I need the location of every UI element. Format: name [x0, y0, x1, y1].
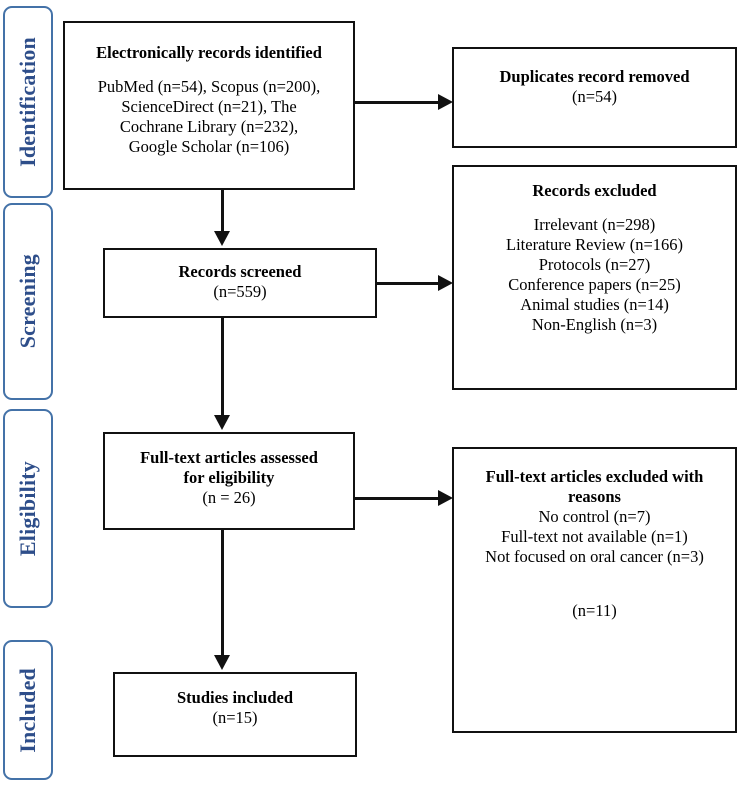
- stage-pill-included: Included: [3, 640, 53, 780]
- box-studies-included-body: (n=15): [212, 707, 258, 727]
- connector-fulltext-to-excluded: [355, 497, 440, 500]
- box-records-identified-title: Electronically records identified: [96, 43, 322, 62]
- stage-label-eligibility: Eligibility: [15, 460, 40, 557]
- box-duplicates-removed-title: Duplicates record removed: [499, 67, 690, 86]
- arrowhead-screened-to-excluded: [438, 275, 453, 291]
- box-studies-included-title: Studies included: [177, 688, 293, 707]
- arrowhead-fulltext-to-included: [214, 655, 230, 670]
- box-duplicates-removed-body: (n=54): [571, 86, 618, 106]
- connector-identified-to-screened: [221, 190, 224, 233]
- box-fulltext-assessed: Full-text articles assessed for eligibil…: [103, 432, 355, 530]
- stage-pill-screening: Screening: [3, 203, 53, 400]
- box-records-identified: Electronically records identified PubMed…: [63, 21, 355, 190]
- box-records-screened-title: Records screened: [178, 262, 302, 281]
- connector-screened-to-excluded: [377, 282, 440, 285]
- stage-label-identification: Identification: [15, 37, 40, 167]
- arrowhead-screened-to-fulltext: [214, 415, 230, 430]
- box-records-excluded-title: Records excluded: [532, 181, 657, 200]
- box-fulltext-excluded: Full-text articles excluded with reasons…: [452, 447, 737, 733]
- stage-label-included: Included: [15, 667, 40, 753]
- box-duplicates-removed: Duplicates record removed (n=54): [452, 47, 737, 148]
- stage-label-screening: Screening: [15, 254, 40, 349]
- box-fulltext-assessed-title: Full-text articles assessed for eligibil…: [140, 448, 318, 487]
- box-fulltext-excluded-body: No control (n=7) Full-text not available…: [485, 506, 704, 566]
- stage-pill-eligibility: Eligibility: [3, 409, 53, 608]
- box-studies-included: Studies included (n=15): [113, 672, 357, 757]
- connector-screened-to-fulltext: [221, 318, 224, 418]
- connector-identified-to-duplicates: [355, 101, 440, 104]
- stage-pill-identification: Identification: [3, 6, 53, 198]
- box-records-excluded: Records excluded Irrelevant (n=298) Lite…: [452, 165, 737, 390]
- arrowhead-fulltext-to-excluded: [438, 490, 453, 506]
- box-records-screened-body: (n=559): [213, 281, 267, 301]
- connector-fulltext-to-included: [221, 530, 224, 658]
- box-records-identified-body: PubMed (n=54), Scopus (n=200), ScienceDi…: [97, 76, 321, 157]
- box-records-excluded-body: Irrelevant (n=298) Literature Review (n=…: [506, 214, 683, 335]
- arrowhead-identified-to-screened: [214, 231, 230, 246]
- box-fulltext-excluded-title: Full-text articles excluded with reasons: [485, 467, 704, 506]
- arrowhead-identified-to-duplicates: [438, 94, 453, 110]
- box-records-screened: Records screened (n=559): [103, 248, 377, 318]
- box-fulltext-excluded-total: (n=11): [572, 600, 617, 620]
- box-fulltext-assessed-body: (n = 26): [202, 487, 256, 507]
